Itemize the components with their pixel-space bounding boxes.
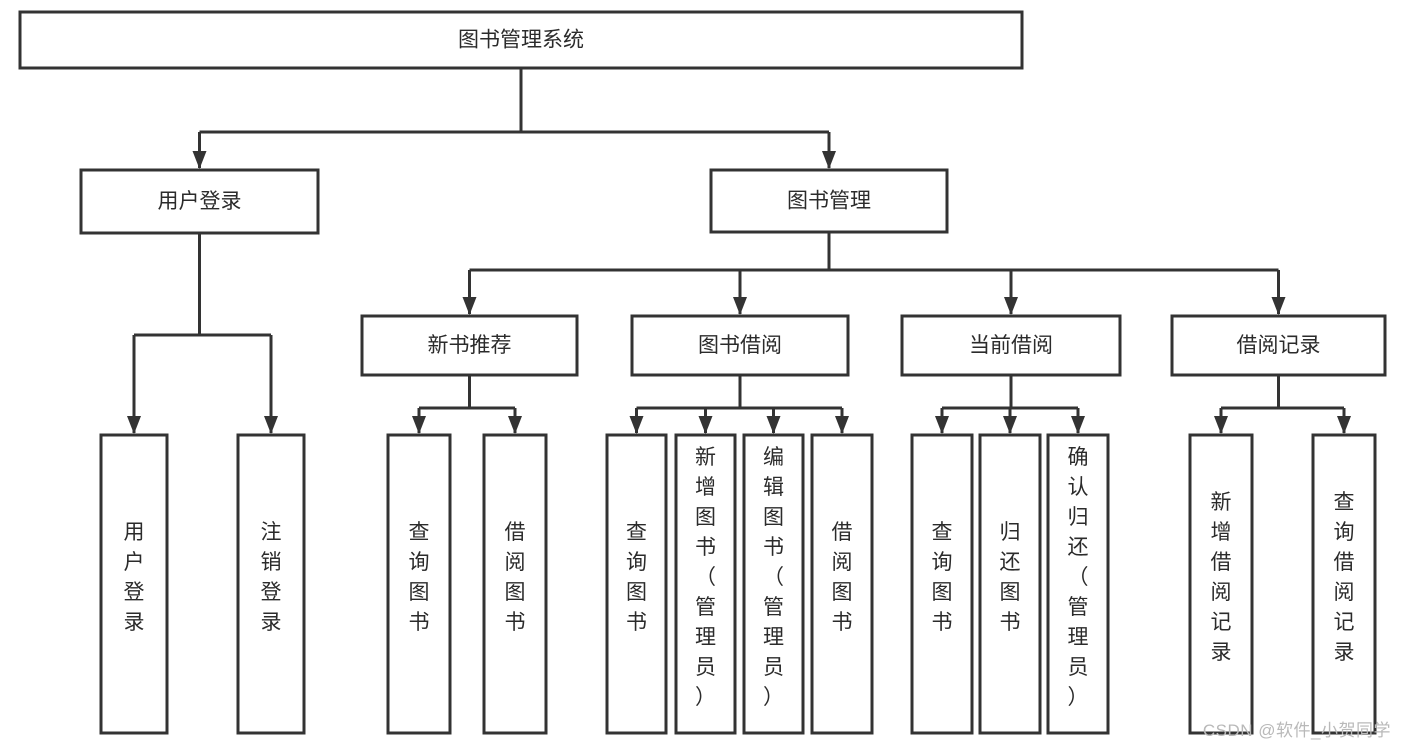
node-branch[interactable]: 用户登录 <box>79 168 320 235</box>
arrow-head <box>462 297 477 315</box>
node-label: 图书管理 <box>787 190 871 213</box>
arrow-head <box>698 416 713 434</box>
node-label: 图书借阅 <box>698 334 782 357</box>
node-box[interactable] <box>630 314 850 377</box>
node-box[interactable] <box>18 10 1024 70</box>
node-label: 归还图书 <box>1000 521 1021 634</box>
node-label: 新增借阅记录 <box>1211 491 1232 664</box>
node-leaf[interactable]: 新增借阅记录 <box>1188 433 1254 735</box>
arrow-head <box>192 151 207 169</box>
node-label: 新增图书（管理员） <box>695 446 716 709</box>
node-box[interactable] <box>1046 433 1110 735</box>
node-label: 注销登录 <box>261 521 282 634</box>
node-label: 当前借阅 <box>969 334 1053 357</box>
node-box[interactable] <box>360 314 579 377</box>
node-branch[interactable]: 图书管理系统 <box>18 10 1024 70</box>
arrow-head <box>264 416 278 434</box>
node-leaf[interactable]: 编辑图书（管理员） <box>742 433 805 735</box>
node-label: 查询图书 <box>626 521 647 634</box>
node-leaf[interactable]: 归还图书 <box>978 433 1042 735</box>
node-label: 借阅图书 <box>832 521 853 634</box>
node-leaf[interactable]: 查询图书 <box>386 433 452 735</box>
node-label: 用户登录 <box>158 190 242 213</box>
arrow-head <box>835 416 849 434</box>
node-box[interactable] <box>978 433 1042 735</box>
node-box[interactable] <box>1188 433 1254 735</box>
node-branch[interactable]: 借阅记录 <box>1170 314 1387 377</box>
node-box[interactable] <box>79 168 320 235</box>
arrow-head <box>1271 297 1286 315</box>
node-box[interactable] <box>810 433 874 735</box>
node-box[interactable] <box>910 433 974 735</box>
node-label: 借阅记录 <box>1237 334 1321 357</box>
arrow-head <box>1214 416 1228 434</box>
arrow-head <box>766 416 781 434</box>
arrow-head <box>508 416 522 434</box>
arrow-head <box>1003 416 1017 434</box>
node-box[interactable] <box>482 433 548 735</box>
node-box[interactable] <box>99 433 169 735</box>
node-label: 查询图书 <box>409 521 430 634</box>
arrow-head <box>1071 416 1085 434</box>
node-label: 新书推荐 <box>428 334 512 357</box>
node-leaf[interactable]: 注销登录 <box>236 433 306 735</box>
node-leaf[interactable]: 查询图书 <box>605 433 668 735</box>
arrow-head <box>1337 416 1351 434</box>
node-branch[interactable]: 图书管理 <box>709 168 949 234</box>
arrow-head <box>127 416 141 434</box>
node-leaf[interactable]: 借阅图书 <box>482 433 548 735</box>
node-box[interactable] <box>236 433 306 735</box>
arrow-head <box>629 416 644 434</box>
node-label: 图书管理系统 <box>458 29 584 52</box>
node-leaf[interactable]: 新增图书（管理员） <box>674 433 737 735</box>
node-box[interactable] <box>709 168 949 234</box>
node-leaf[interactable]: 用户登录 <box>99 433 169 735</box>
node-label: 用户登录 <box>124 521 145 634</box>
node-box[interactable] <box>1170 314 1387 377</box>
node-leaf[interactable]: 借阅图书 <box>810 433 874 735</box>
node-label: 查询借阅记录 <box>1334 491 1355 664</box>
arrow-head <box>412 416 426 434</box>
arrow-head <box>935 416 949 434</box>
node-label: 编辑图书（管理员） <box>763 446 784 709</box>
node-box[interactable] <box>742 433 805 735</box>
node-leaf[interactable]: 查询借阅记录 <box>1311 433 1377 735</box>
node-box[interactable] <box>386 433 452 735</box>
node-leaf[interactable]: 确认归还（管理员） <box>1046 433 1110 735</box>
arrow-head <box>822 151 836 169</box>
node-branch[interactable]: 当前借阅 <box>900 314 1122 377</box>
arrow-head <box>733 297 747 315</box>
node-box[interactable] <box>1311 433 1377 735</box>
arrow-head <box>1004 297 1018 315</box>
node-box[interactable] <box>674 433 737 735</box>
node-label: 查询图书 <box>932 521 953 634</box>
node-branch[interactable]: 图书借阅 <box>630 314 850 377</box>
node-leaf[interactable]: 查询图书 <box>910 433 974 735</box>
node-branch[interactable]: 新书推荐 <box>360 314 579 377</box>
node-label: 借阅图书 <box>505 521 526 634</box>
node-label: 确认归还（管理员） <box>1068 446 1089 709</box>
node-box[interactable] <box>605 433 668 735</box>
